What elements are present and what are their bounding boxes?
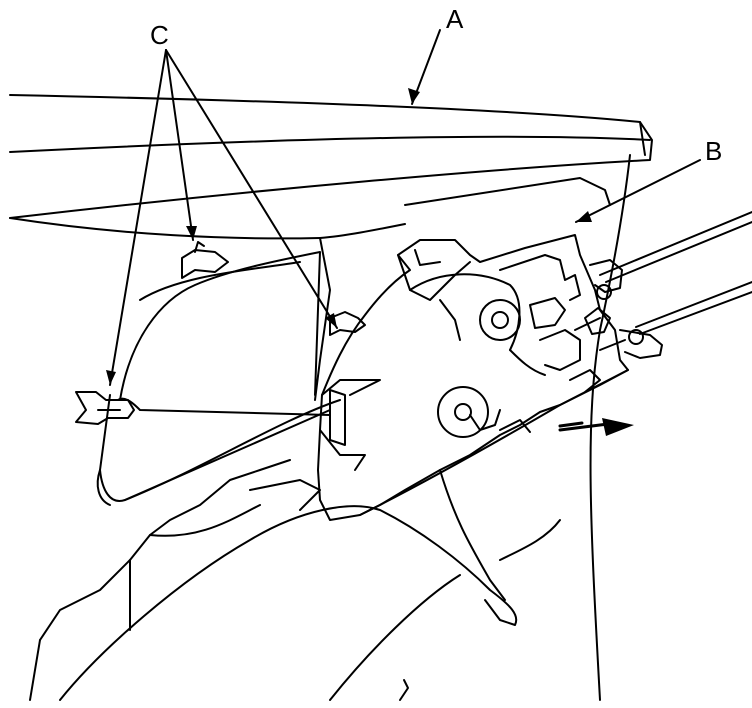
callout-c: C [150, 20, 169, 50]
hinge-clip-icon [75, 241, 366, 425]
callout-b: B [705, 136, 723, 166]
lower-door-skin [29, 459, 561, 701]
leader-lines [109, 29, 701, 386]
outer-handle-assembly-b [317, 234, 663, 521]
handle-pivot-holes [437, 284, 644, 438]
direction-arrow-icon [558, 418, 634, 436]
control-rods [574, 211, 752, 351]
window-opening [96, 251, 341, 506]
trim-panel-a [9, 94, 653, 219]
door-frame [9, 154, 631, 701]
callout-a: A [446, 4, 464, 34]
